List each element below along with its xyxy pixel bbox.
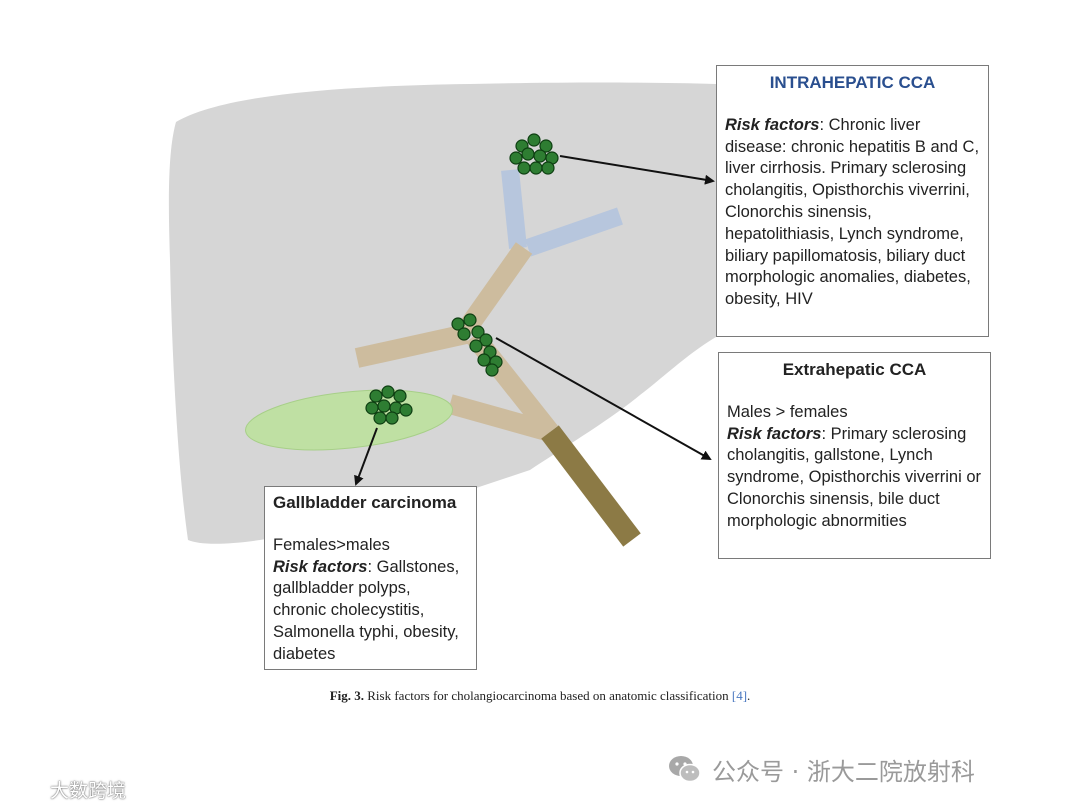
- tumor-cluster-hilar: [451, 313, 503, 377]
- intrahepatic-ducts: [501, 169, 623, 257]
- corner-watermark-text: 大数跨境: [50, 779, 127, 802]
- extrahepatic-cca-box: Extrahepatic CCA Males > females Risk fa…: [718, 352, 991, 559]
- wechat-watermark-text: 公众号 · 浙大二院放射科: [712, 757, 975, 786]
- gallbladder-title: Gallbladder carcinoma: [273, 493, 457, 512]
- intrahepatic-risk-factors: Risk factors: Chronic liver disease: chr…: [725, 115, 980, 311]
- gallbladder-risk-label: Risk factors: [273, 557, 368, 576]
- extrahepatic-risk-text: : Primary sclerosing cholangitis, gallst…: [727, 424, 981, 530]
- arrow-gallbladder: [354, 427, 378, 486]
- intrahepatic-title: INTRAHEPATIC CCA: [769, 73, 936, 92]
- gallbladder-carcinoma-box: Gallbladder carcinoma Females>males Risk…: [264, 486, 477, 670]
- liver-shape: [168, 82, 716, 544]
- caption-end: .: [747, 688, 751, 703]
- arrow-extrahepatic: [495, 337, 712, 460]
- caption-label: Fig. 3.: [329, 688, 365, 703]
- gallbladder-risk-factors: Risk factors: Gallstones, gallbladder po…: [273, 557, 468, 666]
- extrahepatic-risk-label: Risk factors: [727, 424, 822, 443]
- wechat-watermark: 公众号 · 浙大二院放射科: [668, 752, 1058, 786]
- gallbladder-risk-text: : Gallstones, gallbladder polyps, chroni…: [273, 557, 460, 663]
- caption-reference-link[interactable]: [4]: [731, 688, 748, 703]
- figure-caption: Fig. 3. Risk factors for cholangiocarcin…: [0, 688, 1080, 704]
- caption-text: Risk factors for cholangiocarcinoma base…: [364, 688, 732, 703]
- extrahepatic-title: Extrahepatic CCA: [782, 360, 927, 379]
- brand-logo-icon: [6, 779, 45, 799]
- distal-bile-duct: [541, 425, 641, 547]
- extrahepatic-sex-ratio: Males > females: [727, 402, 848, 421]
- intrahepatic-cca-box: INTRAHEPATIC CCA Risk factors: Chronic l…: [716, 65, 989, 337]
- extrahepatic-risk-factors: Risk factors: Primary sclerosing cholang…: [727, 424, 982, 533]
- corner-watermark: 大数跨境: [6, 776, 126, 802]
- arrow-intrahepatic: [559, 155, 715, 185]
- intrahepatic-risk-label: Risk factors: [725, 115, 820, 134]
- intrahepatic-risk-text: : Chronic liver disease: chronic hepatit…: [725, 115, 980, 309]
- tumor-cluster-gallbladder: [365, 385, 413, 425]
- tumor-cluster-intrahepatic: [509, 133, 559, 175]
- wechat-icon: [669, 756, 701, 783]
- gallbladder-sex-ratio: Females>males: [273, 535, 390, 554]
